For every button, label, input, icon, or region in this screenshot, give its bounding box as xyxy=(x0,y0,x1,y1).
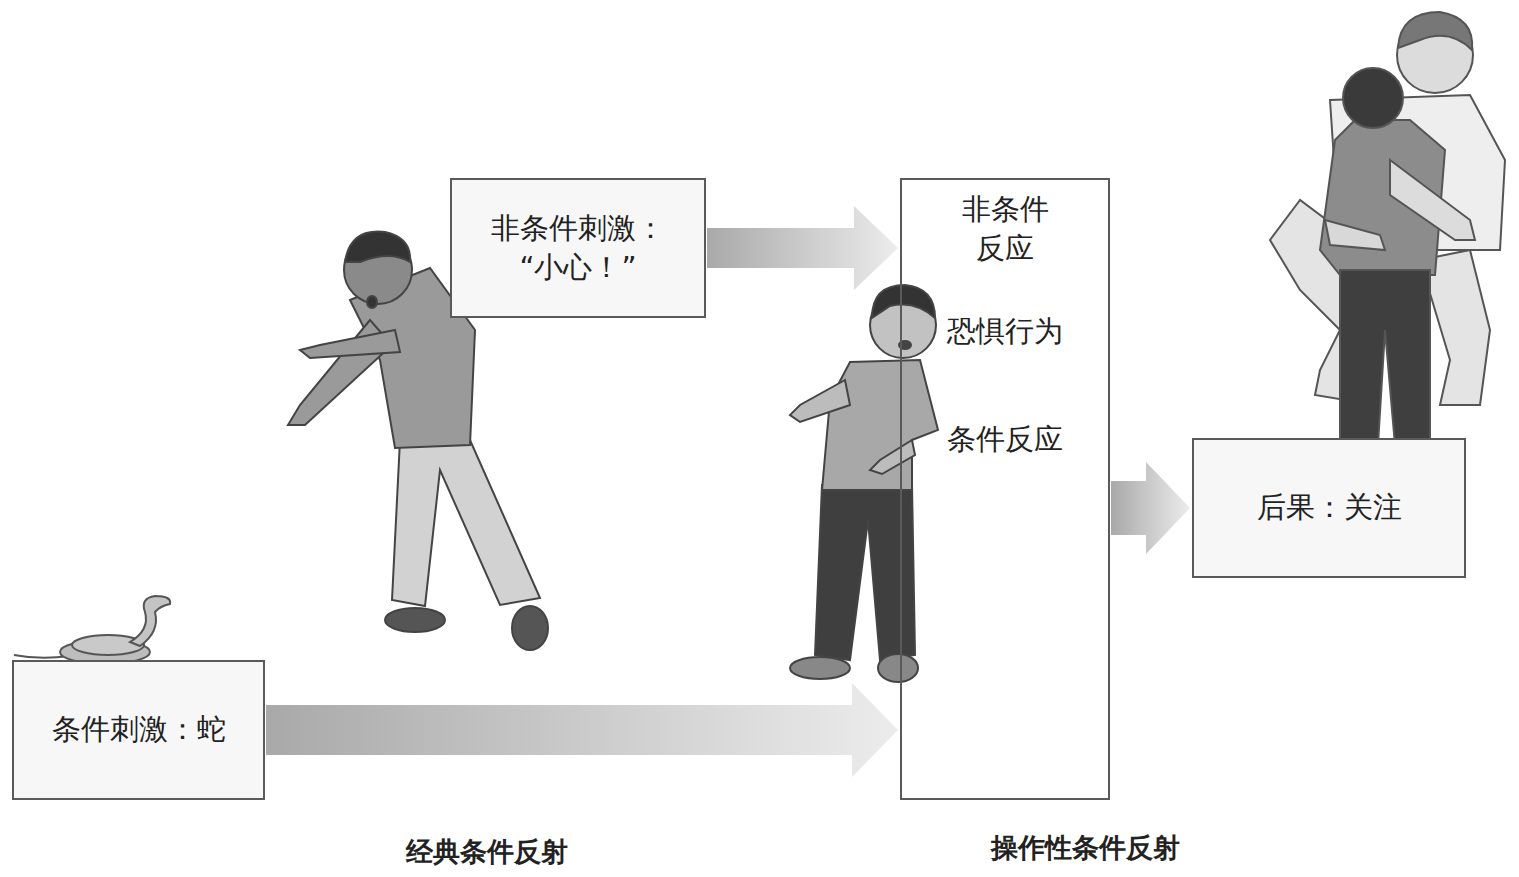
consequence-box: 后果：关注 xyxy=(1192,438,1466,578)
stimulus-box: 非条件刺激： “小心！” xyxy=(450,178,706,318)
father-child-figure xyxy=(1270,12,1505,462)
node-text: 恐惧行为 xyxy=(902,312,1108,351)
caption-label: 操作性条件反射 xyxy=(991,830,1180,866)
response-box: 非条件 反应恐惧行为条件反应 xyxy=(900,178,1110,800)
scared-boy-figure xyxy=(790,285,938,682)
node-text: 非条件刺激： “小心！” xyxy=(470,209,686,287)
node-text: 条件反应 xyxy=(902,420,1108,459)
node-text: 条件刺激：蛇 xyxy=(52,710,226,749)
block-arrow xyxy=(266,683,898,777)
node-text: 后果：关注 xyxy=(1257,488,1402,527)
node-text: 非条件 反应 xyxy=(957,190,1053,268)
snake-figure xyxy=(14,596,170,664)
block-arrow xyxy=(707,206,898,290)
caption-label: 经典条件反射 xyxy=(406,834,568,870)
block-arrow xyxy=(1111,462,1190,554)
stimulus-box: 条件刺激：蛇 xyxy=(12,660,265,800)
